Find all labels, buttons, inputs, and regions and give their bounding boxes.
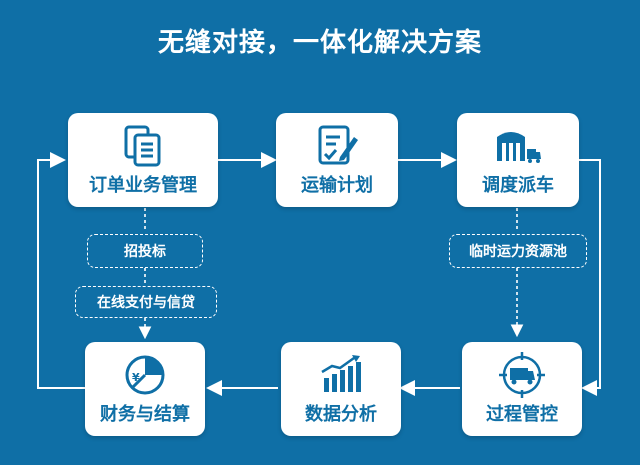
node-data-analysis[interactable]: 数据分析 — [281, 342, 401, 436]
node-label: 调度派车 — [482, 175, 554, 196]
node-label: 过程管控 — [486, 404, 558, 425]
document-copy-icon — [124, 125, 161, 167]
tag-bidding: 招投标 — [87, 234, 203, 268]
node-finance[interactable]: ¥ 财务与结算 — [85, 342, 205, 436]
edit-checklist-icon — [318, 125, 358, 165]
bar-chart-trend-icon — [321, 355, 361, 392]
node-label: 数据分析 — [305, 404, 377, 425]
warehouse-truck-icon — [497, 132, 541, 163]
truck-target-icon — [499, 352, 545, 398]
node-label: 运输计划 — [301, 175, 373, 196]
page-title: 无缝对接，一体化解决方案 — [157, 28, 482, 58]
node-label: 订单业务管理 — [89, 175, 197, 196]
node-process-control[interactable]: 过程管控 — [462, 342, 582, 436]
node-label: 财务与结算 — [100, 404, 190, 425]
yen-pie-icon: ¥ — [125, 355, 165, 395]
node-dispatch[interactable]: 调度派车 — [457, 113, 579, 207]
node-transport-plan[interactable]: 运输计划 — [276, 113, 398, 207]
tag-online-payment-credit: 在线支付与信贷 — [75, 286, 217, 318]
tag-temp-capacity-pool: 临时运力资源池 — [449, 234, 587, 268]
node-order-management[interactable]: 订单业务管理 — [68, 113, 218, 207]
svg-text:¥: ¥ — [132, 371, 140, 384]
